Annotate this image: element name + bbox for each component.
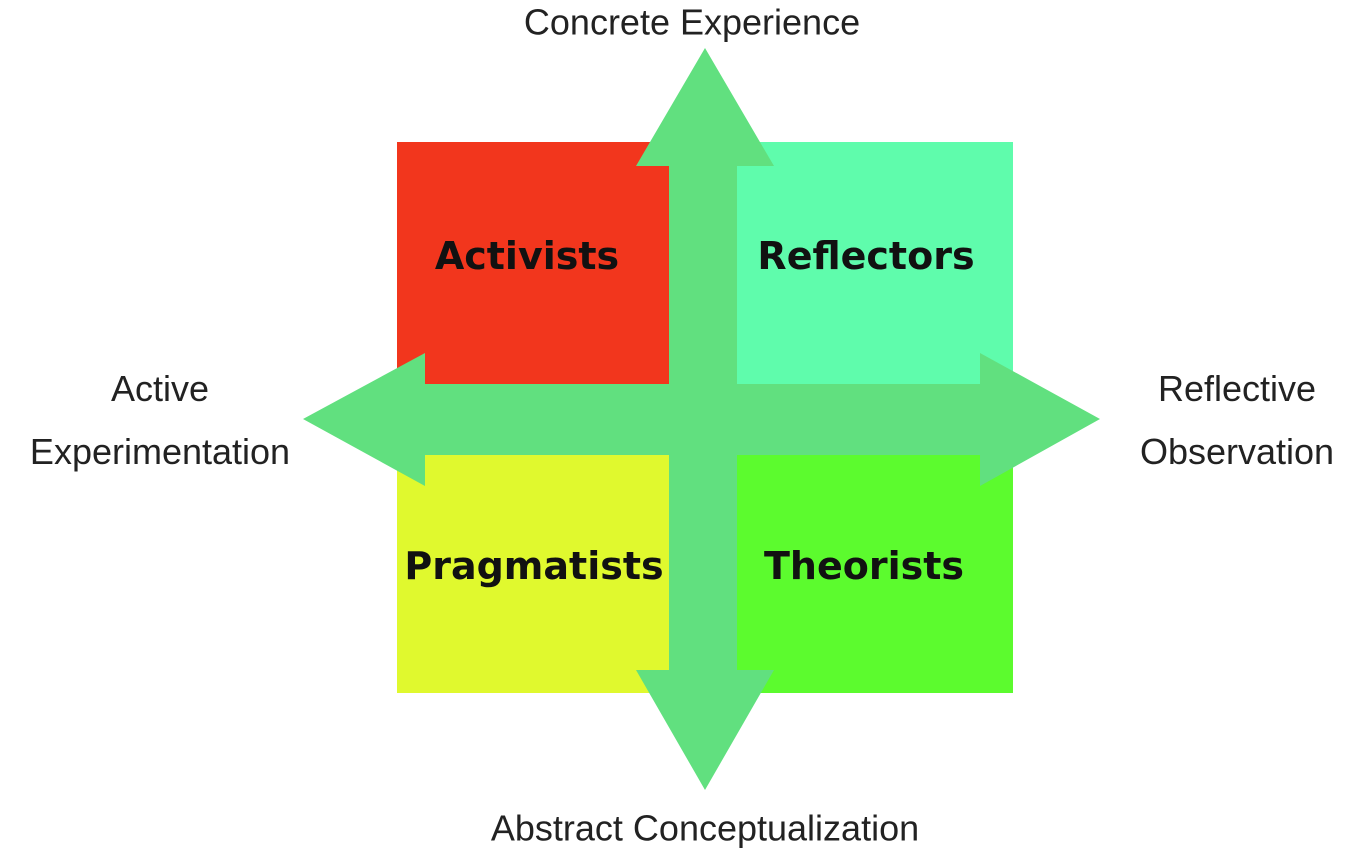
label-reflectors: Reflectors	[757, 234, 975, 278]
axis-label-left-line-2: Experimentation	[29, 431, 291, 472]
label-pragmatists: Pragmatists	[404, 544, 664, 588]
label-theorists: Theorists	[763, 544, 965, 588]
axis-label-left-line-1: Active	[110, 368, 210, 409]
axis-label-active-experimentation: Active Experimentation	[30, 357, 290, 483]
axis-label-abstract-conceptualization: Abstract Conceptualization	[490, 807, 920, 849]
quadrant-pragmatists	[397, 455, 669, 693]
axis-label-right-line-2: Observation	[1139, 431, 1335, 472]
axis-label-reflective-observation: Reflective Observation	[1140, 357, 1334, 483]
label-activists: Activists	[434, 234, 620, 278]
quadrant-theorists	[737, 455, 1013, 693]
quadrant-activists	[397, 142, 669, 384]
quadrant-reflectors	[737, 142, 1013, 384]
axis-label-right-line-1: Reflective	[1157, 368, 1317, 409]
axis-label-concrete-experience: Concrete Experience	[523, 1, 861, 43]
horizontal-double-arrow	[303, 353, 1100, 486]
